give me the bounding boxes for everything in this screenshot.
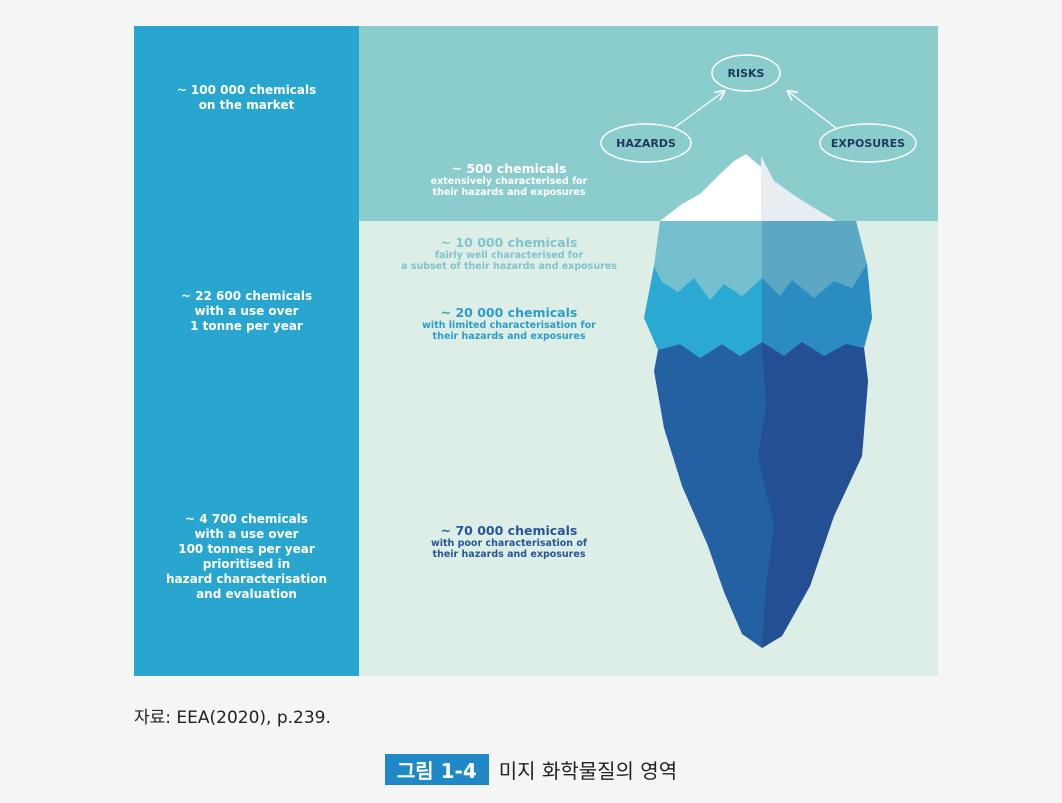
exposures-to-risks-arrow xyxy=(789,92,837,129)
tier-10000-desc: fairly well characterised for a subset o… xyxy=(401,250,617,272)
tier-70000-desc: with poor characterisation of their haza… xyxy=(430,538,588,560)
figure-caption: 그림 1-4 미지 화학물질의 영역 xyxy=(0,754,1062,785)
risks-label: RISKS xyxy=(728,67,765,80)
exposures-label: EXPOSURES xyxy=(831,137,905,150)
iceberg-tip xyxy=(660,154,836,221)
tier-500-desc: extensively characterised for their haza… xyxy=(430,176,588,198)
tier-10000: ~ 10 000 chemicals fairly well character… xyxy=(374,235,644,272)
tier-70000: ~ 70 000 chemicals with poor characteris… xyxy=(374,523,644,560)
figure-label: 그림 1-4 xyxy=(384,754,489,785)
left-text-market: ~ 100 000 chemicals on the market xyxy=(176,83,317,112)
tier-500: ~ 500 chemicals extensively characterise… xyxy=(374,161,644,198)
left-text-one-tonne: ~ 22 600 chemicals with a use over 1 ton… xyxy=(180,289,313,333)
exposures-ellipse xyxy=(819,123,917,163)
tier-10000-title: ~ 10 000 chemicals xyxy=(440,235,578,250)
iceberg-layer-3 xyxy=(654,342,868,648)
iceberg-diagram: RISKS HAZARDS EXPOSURES xyxy=(600,54,917,648)
tier-20000-desc: with limited characterisation for their … xyxy=(422,320,596,342)
hazards-ellipse xyxy=(600,123,692,163)
caption-source: 자료: EEA(2020), p.239. xyxy=(134,708,331,728)
hazards-to-risks-arrow xyxy=(673,92,723,129)
iceberg-layer-1 xyxy=(654,221,867,300)
risk-diagram: RISKS HAZARDS EXPOSURES xyxy=(600,54,917,163)
figure-title: 미지 화학물질의 영역 xyxy=(498,759,678,783)
iceberg-layer-2 xyxy=(644,264,872,358)
iceberg-figure: ~ 100 000 chemicals on the market ~ 22 6… xyxy=(134,26,938,676)
tier-70000-title: ~ 70 000 chemicals xyxy=(440,523,578,538)
left-text-hundred-tonnes: ~ 4 700 chemicals with a use over 100 to… xyxy=(165,512,328,601)
hazards-label: HAZARDS xyxy=(616,137,676,150)
tier-500-title: ~ 500 chemicals xyxy=(451,161,567,176)
left-panel: ~ 100 000 chemicals on the market ~ 22 6… xyxy=(134,26,359,676)
tier-20000-title: ~ 20 000 chemicals xyxy=(440,305,578,320)
risks-ellipse xyxy=(711,54,781,92)
tier-20000: ~ 20 000 chemicals with limited characte… xyxy=(374,305,644,342)
